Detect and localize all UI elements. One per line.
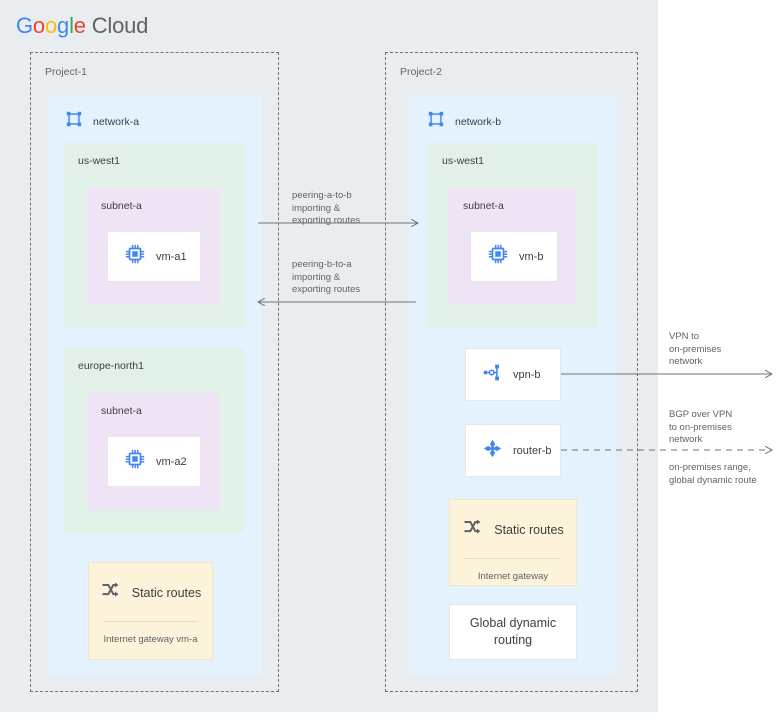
static-routes-a-divider	[103, 621, 198, 622]
network-b-name: network-b	[455, 115, 502, 128]
bgp-over-vpn-sublabel: on-premises range, global dynamic route	[669, 462, 757, 486]
peering-a-to-b-label: peering-a-to-b importing & exporting rou…	[292, 190, 361, 226]
static-routes-b-divider	[465, 558, 561, 559]
static-routes-card-b[interactable]: Static routes Internet gateway	[449, 499, 577, 586]
network-b-header: network-b	[427, 110, 501, 133]
vm-icon	[124, 243, 146, 270]
router-icon	[482, 438, 503, 464]
project-1-label: Project-1	[45, 66, 88, 78]
global-dynamic-routing-card[interactable]: Global dynamic routing	[449, 604, 577, 660]
vm-icon	[124, 448, 146, 475]
vpn-b-node[interactable]: vpn-b	[465, 348, 561, 401]
static-routes-a-title-row: Static routes	[100, 580, 201, 605]
vm-b-inner: vm-b	[471, 243, 543, 270]
vpn-to-onprem-label: VPN to on-premises network	[669, 331, 722, 367]
bgp-over-vpn-label: BGP over VPN to on-premises network	[669, 409, 733, 445]
project-1-boundary: Project-1	[30, 52, 279, 692]
logo-letter-g: G	[16, 13, 33, 38]
logo-cloud-text: Cloud	[91, 13, 149, 38]
peering-b-to-a-label: peering-b-to-a importing & exporting rou…	[292, 259, 361, 295]
subnet-b-1-label: subnet-a	[463, 200, 504, 212]
subnet-a-2-label: subnet-a	[101, 405, 142, 417]
vpn-icon	[482, 362, 503, 388]
logo-letter-l: l	[69, 13, 74, 38]
logo-letter-g2: g	[57, 13, 70, 38]
vm-a2-node[interactable]: vm-a2	[107, 436, 201, 487]
network-a-header: network-a	[65, 110, 139, 133]
network-icon	[65, 110, 83, 133]
global-dynamic-routing-text: Global dynamic routing	[469, 616, 557, 647]
vm-b-node[interactable]: vm-b	[470, 231, 558, 282]
vm-a1-label: vm-a1	[156, 250, 187, 263]
region-us-west1-a-label: us-west1	[78, 155, 121, 167]
region-europe-north1-label: europe-north1	[78, 360, 144, 372]
google-cloud-logo: Google Cloud	[16, 13, 148, 39]
logo-word-cloud: Cloud	[86, 13, 149, 38]
router-b-inner: router-b	[466, 438, 552, 464]
region-us-west1-b-label: us-west1	[442, 155, 485, 167]
static-routes-b-title-row: Static routes	[462, 517, 564, 542]
vm-a1-node[interactable]: vm-a1	[107, 231, 201, 282]
logo-letter-o1: o	[32, 13, 45, 38]
logo-letter-o2: o	[44, 13, 58, 38]
vpn-b-inner: vpn-b	[466, 362, 541, 388]
vm-b-label: vm-b	[519, 250, 544, 263]
static-routes-card-a[interactable]: Static routes Internet gateway vm-a	[88, 562, 213, 660]
project-2-label: Project-2	[400, 66, 443, 78]
static-routes-icon	[100, 580, 120, 605]
logo-letter-e: e	[73, 13, 86, 38]
static-routes-icon	[462, 517, 482, 542]
vm-a2-label: vm-a2	[156, 455, 187, 468]
static-routes-b-title: Static routes	[494, 522, 564, 537]
project-2-boundary: Project-2	[385, 52, 638, 692]
network-icon	[427, 110, 445, 133]
router-b-label: router-b	[513, 444, 552, 457]
router-b-node[interactable]: router-b	[465, 424, 561, 477]
subnet-a-1-label: subnet-a	[101, 200, 142, 212]
static-routes-a-entries: Internet gateway vm-a	[103, 634, 198, 645]
vpn-b-label: vpn-b	[513, 368, 541, 381]
static-routes-b-entries: Internet gateway	[477, 571, 549, 582]
vm-icon	[487, 243, 509, 270]
static-routes-a-title: Static routes	[131, 585, 202, 600]
vm-a1-inner: vm-a1	[108, 243, 187, 270]
vm-a2-inner: vm-a2	[108, 448, 187, 475]
network-a-name: network-a	[93, 115, 140, 128]
